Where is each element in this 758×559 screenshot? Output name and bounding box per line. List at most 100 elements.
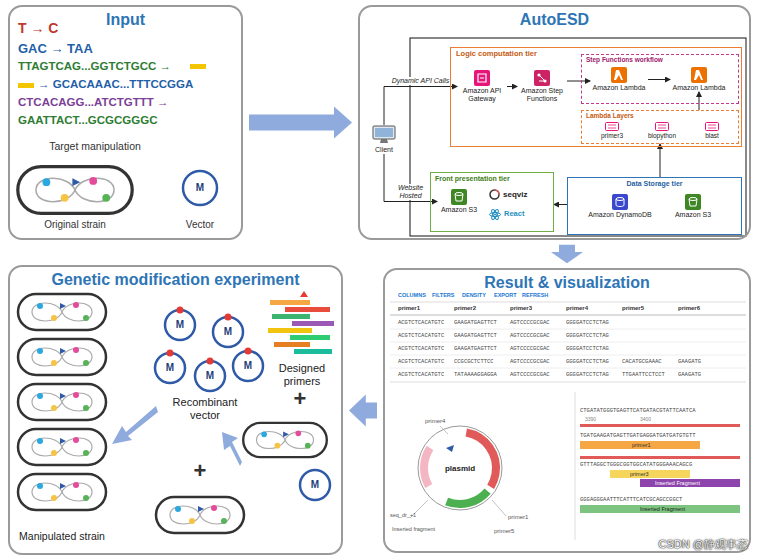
sequence-text: AGTCCCCGCGAC [510,346,550,353]
icon-label: Amazon Step Functions [517,87,567,103]
sequence-text: AGTCCCCGCGAC [510,333,550,340]
sequence-text: CTGATATGGGTGAGTTCATGATACGTATTCAATCA [580,408,696,415]
label: Manipulated strain [19,530,105,543]
layer-icon: blast [694,122,730,139]
connector-arrow [699,92,700,110]
label: primer1 [398,305,420,312]
label: Target manipulation [49,140,141,153]
sequence-text: CACATGCGAAAC [622,359,662,366]
sequence-text: TATAAAAGGAGGA [454,372,497,379]
sequence-text: GAAGATG [678,372,701,379]
layers-heading: Lambda Layers [582,111,738,119]
icon-label: Amazon Lambda [590,84,648,92]
sequence-text: GAAGATGAGTTCT [454,320,497,327]
lay-icon [705,122,719,131]
logo: seqviz [489,189,551,200]
label: Inserted Fragment [640,506,685,513]
label: 3400 [640,416,651,422]
panel-heading: Genetic modification experiment [10,267,341,289]
label: M [206,370,214,382]
layer-icon: biopython [640,122,684,139]
label: primer3 [510,305,532,312]
sequence-text: ACGTCTCACATGTC [398,359,444,366]
service-icon: Amazon API Gateway [457,70,507,103]
s3-icon [685,194,701,210]
sequence-text: AGTCCCCGCGAC [510,320,550,327]
label: primer6 [678,305,700,312]
seq-icon [489,189,500,200]
connector-arrow [660,144,661,177]
ddb-icon [612,194,628,210]
label: primer1 [632,442,651,449]
icon-label: biopython [640,132,684,139]
sequence-text: GAAGATGAGTTCT [454,346,497,353]
tier-box: Data Storage tierAmazon DynamoDBAmazon S… [567,177,742,235]
label: CTCACAGG...ATCTGTTT → [18,96,169,110]
sequence-text: TGATGAAGATGAGTTGATGAGGATGATGATGTGTT [580,433,696,440]
logo: React [489,209,551,220]
icon-label: Amazon DynamoDB [588,211,652,219]
icon-label: Amazon S3 [437,206,481,214]
label: plasmid [445,464,475,474]
connector-arrow [567,81,590,82]
sequence-text: GAAGATG [678,359,701,366]
icon-label: primer3 [592,132,632,139]
label: Original strain [44,219,106,231]
label: FILTERS [432,292,455,299]
rct-icon [489,209,501,220]
workflow-box: Step Functions workflowAmazon LambdaAmaz… [581,54,739,104]
sequence-text: GGGGATCCTCTAG [566,320,609,327]
label: + [194,458,207,484]
label: DENSITY [462,292,486,299]
connector-arrow [507,86,517,87]
label: → GCACAAAC...TTTCCGGA [38,78,193,92]
connector-arrow [384,87,457,126]
lam-icon [611,67,627,83]
label: + [294,386,307,412]
label: Designed primers [267,362,337,388]
label: Vector [186,219,214,231]
edge-label: Dynamic API Calls [391,77,451,85]
api-icon [474,70,490,86]
sequence-text: GGGGATCCTCTAG [566,359,609,366]
lay-icon [655,122,669,131]
label: GAATTACT...GCGCGGGC [18,114,157,128]
sequence-text: ACGTCTCACATGTC [398,372,444,379]
icon-label: Amazon S3 [668,211,718,219]
label: primer3 [630,471,649,478]
panel-heading: Result & visualization [385,270,749,292]
label: 3390 [585,416,596,422]
panel-heading: AutoESD [360,7,749,29]
mon-icon [372,125,396,145]
client-icon: Client [364,125,404,154]
workflow-heading: Step Functions workflow [582,55,738,63]
block-arrow [249,107,352,139]
label: TTAGTCAG...GGTCTGCC → [18,60,171,74]
sequence-text: CCGCGCTCTTCC [454,359,494,366]
logo-text: React [504,210,524,219]
connector-arrow [554,204,567,205]
service-icon: Amazon Lambda [670,67,728,92]
sequence-text: GGGAGGGAATTTCATTTCATCGCAGCCGGCT [580,497,682,504]
service-icon: Amazon Step Functions [517,70,567,103]
label: T → C [18,20,58,37]
sequence-text: GGGGATCCTCTAG [566,372,609,379]
edge-label: Website Hosted [393,184,429,199]
sequence-text: ACGTCTCACATGTC [398,346,444,353]
sequence-text: TTGAATTCCTCCT [622,372,665,379]
service-icon: Amazon S3 [437,189,481,214]
label: COLUMNS [398,292,426,299]
sequence-text: AGTCCCCGCGAC [510,372,550,379]
connector-arrow [648,79,670,80]
label: primer2 [454,305,476,312]
sequence-text: GAAGATGAGTTCT [454,333,497,340]
panel: AutoESD Client Logic computation tierAmazo… [358,5,751,240]
sequence-text: ACGTCTCACATGTC [398,333,444,340]
label: GAC → TAA [18,41,93,57]
lam-icon [691,67,707,83]
tier-box: Logic computation tierAmazon API Gateway… [450,47,742,147]
watermark: CSDN @静观事态 [659,538,748,551]
tier-heading: Front presentation tier [431,173,553,183]
icon-label: blast [694,132,730,139]
sequence-text: AGTCCCCGCGAC [510,359,550,366]
